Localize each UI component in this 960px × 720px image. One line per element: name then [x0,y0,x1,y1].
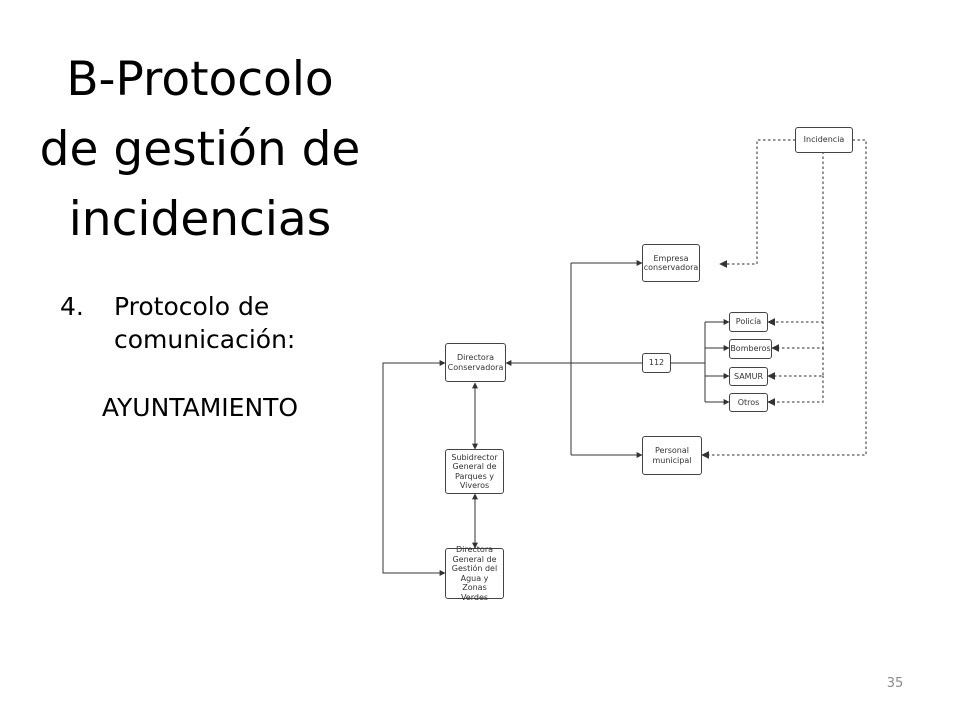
node-empresa-conservadora: Empresa conservadora [642,244,700,282]
dotted-incidencia-policia [767,151,824,326]
node-bomberos: Bomberos [729,339,772,359]
title-line-1: B-Protocolo [66,52,334,107]
title-line-3: incidencias [68,192,332,247]
node-directora-general: Directora General de Gestión del Agua y … [445,545,504,602]
dotted-incidencia-personal [701,139,867,459]
list-number: 4. [60,292,84,321]
dotted-incidencia-otros [767,375,824,406]
node-subdirector: Subidrector General de Parques y Viveros [445,449,504,494]
node-incidencia: Incidencia [795,127,853,153]
dotted-incidencia-samur [767,347,824,380]
node-directora-conservadora: Directora Conservadora [445,343,506,382]
dotted-incidencia-bomberos [771,321,824,352]
title-line-2: de gestión de [39,122,361,177]
node-112: 112 [642,353,671,373]
node-policia: Policía [729,312,768,332]
left-loop [382,360,446,576]
node-samur: SAMUR [729,367,768,386]
list-text: Protocolo de comunicación: [114,292,296,354]
page-number: 35 [886,676,904,691]
node-personal-municipal: Personal municipal [642,436,702,475]
dotted-incidencia-empresa [719,139,796,268]
slide-title: B-Protocolo de gestión de incidencias [20,45,380,255]
organization-label: AYUNTAMIENTO [101,393,299,422]
node-otros: Otros [729,393,768,412]
